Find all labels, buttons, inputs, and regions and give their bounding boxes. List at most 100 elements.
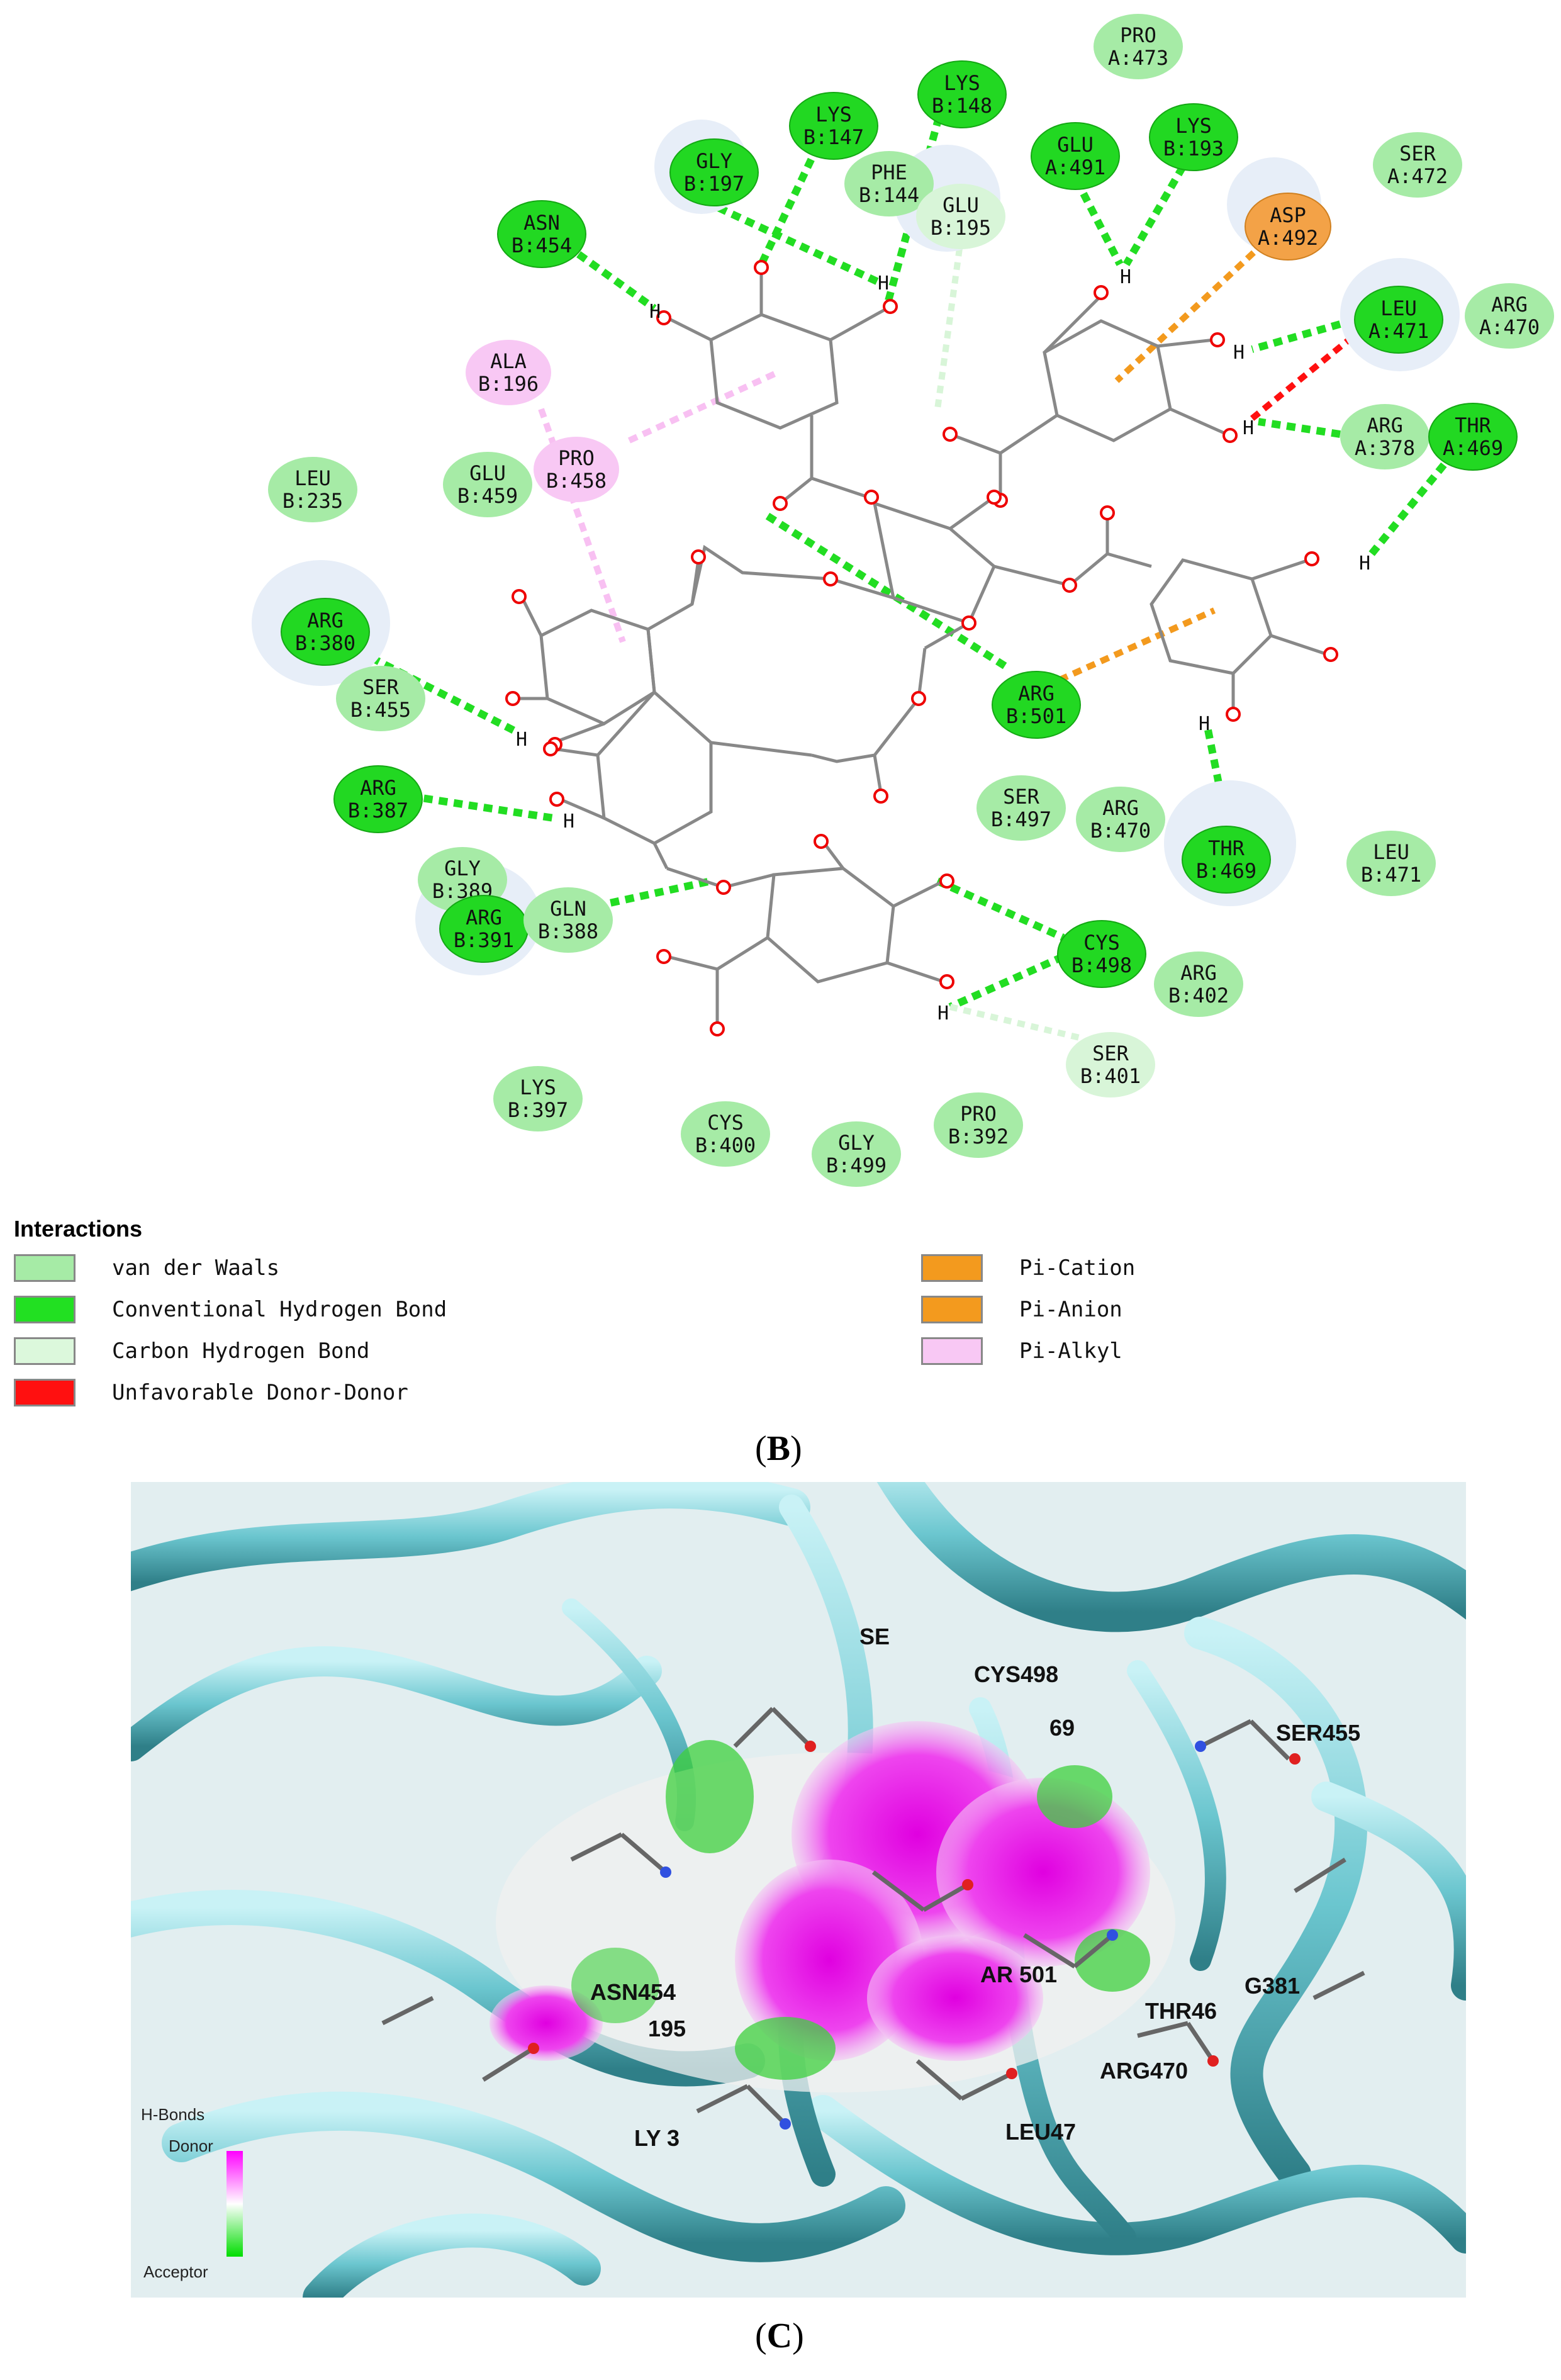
pi-cation-lines bbox=[1030, 240, 1267, 695]
hbond-colorbar bbox=[227, 2151, 243, 2257]
legend-swatch bbox=[14, 1379, 76, 1406]
legend-swatch bbox=[14, 1337, 76, 1365]
ligand-structure bbox=[516, 271, 1328, 1026]
svg-text:H: H bbox=[1233, 342, 1245, 364]
caption-b: (B) bbox=[755, 1429, 802, 1468]
legend-swatch bbox=[14, 1296, 76, 1323]
label-195: 195 bbox=[648, 2016, 686, 2041]
interaction-lines: H H H H H H H H H H bbox=[369, 87, 1457, 1041]
label-cys498: CYS498 bbox=[974, 1661, 1059, 1687]
label-ly: LY 3 bbox=[634, 2125, 680, 2151]
svg-text:H: H bbox=[1120, 266, 1131, 288]
label-asn454: ASN454 bbox=[590, 1979, 676, 2005]
label-se: SE bbox=[859, 1624, 890, 1649]
hbond-acceptor-label: Acceptor bbox=[143, 2262, 208, 2281]
pi-alkyl-lines bbox=[538, 368, 782, 643]
3d-binding-render: SE CYS498 69 SER455 ASN454 195 AR 501 TH… bbox=[131, 1482, 1466, 2298]
binding-surface bbox=[490, 1721, 1175, 2092]
legend-item-pi-cation: Pi-Cation bbox=[921, 1251, 1135, 1285]
legend-label: Pi-Alkyl bbox=[1019, 1339, 1122, 1364]
svg-text:H: H bbox=[516, 729, 527, 751]
svg-text:H: H bbox=[1243, 417, 1254, 439]
label-arg470: ARG470 bbox=[1100, 2058, 1189, 2084]
legend-item-carbon-hbond: Carbon Hydrogen Bond bbox=[14, 1334, 369, 1368]
legend-item-pi-anion: Pi-Anion bbox=[921, 1293, 1122, 1327]
legend-swatch bbox=[921, 1254, 983, 1282]
label-ar501: AR 501 bbox=[980, 1962, 1058, 1987]
hydrogen-labels: H H H H H H H H H H bbox=[516, 266, 1370, 1024]
svg-text:H: H bbox=[649, 301, 661, 323]
residue-sticks bbox=[381, 1707, 1365, 2126]
label-69: 69 bbox=[1049, 1715, 1075, 1741]
hbond-legend-title: H-Bonds bbox=[141, 2105, 205, 2124]
caption-c: (C) bbox=[755, 2316, 804, 2355]
svg-text:H: H bbox=[1359, 553, 1370, 575]
legend-swatch bbox=[921, 1337, 983, 1365]
label-leu47: LEU47 bbox=[1005, 2119, 1077, 2145]
oxygen-atoms bbox=[505, 260, 1338, 1036]
legend-swatch bbox=[921, 1296, 983, 1323]
ribbon-render bbox=[131, 1482, 1466, 2298]
label-thr46: THR46 bbox=[1145, 1998, 1217, 2024]
legend-item-donor-donor: Unfavorable Donor-Donor bbox=[14, 1376, 408, 1410]
legend-title: Interactions bbox=[14, 1216, 143, 1242]
interaction-legend: Interactions van der Waals Conventional … bbox=[11, 1215, 1207, 1422]
legend-item-conventional-hbond: Conventional Hydrogen Bond bbox=[14, 1293, 447, 1327]
legend-label: Conventional Hydrogen Bond bbox=[112, 1297, 447, 1322]
svg-text:H: H bbox=[878, 272, 889, 295]
hbond-donor-label: Donor bbox=[169, 2136, 213, 2155]
svg-text:H: H bbox=[563, 811, 574, 833]
svg-text:H: H bbox=[937, 1002, 949, 1024]
ch-bond-lines bbox=[934, 248, 1083, 1041]
atom-dots bbox=[528, 1741, 1301, 2130]
donor-donor-lines bbox=[1250, 334, 1355, 421]
label-ser455: SER455 bbox=[1276, 1720, 1361, 1746]
label-g381: G381 bbox=[1245, 1973, 1301, 1999]
legend-label: Pi-Cation bbox=[1019, 1255, 1136, 1281]
svg-text:H: H bbox=[1199, 713, 1210, 735]
legend-item-vdw: van der Waals bbox=[14, 1251, 279, 1285]
legend-label: Carbon Hydrogen Bond bbox=[112, 1339, 370, 1364]
legend-label: Pi-Anion bbox=[1019, 1297, 1122, 1322]
legend-swatch bbox=[14, 1254, 76, 1282]
legend-item-pi-alkyl: Pi-Alkyl bbox=[921, 1334, 1122, 1368]
legend-label: van der Waals bbox=[112, 1255, 280, 1281]
